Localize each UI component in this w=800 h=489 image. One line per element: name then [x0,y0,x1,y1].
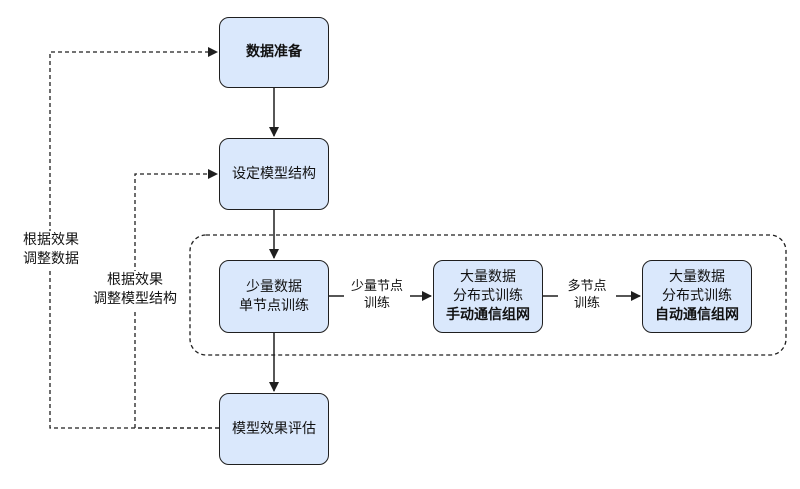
edge-label-multi-nodes-line2: 训练 [573,296,600,311]
loop-label-adjust-data: 根据效果 调整数据 [18,231,84,269]
node-model-design: 设定模型结构 [219,138,329,210]
loop-label-adjust-data-line2: 调整数据 [23,251,79,267]
node-data-prep-label: 数据准备 [246,44,302,60]
training-group-container [189,234,787,356]
node-auto-line2: 分布式训练 [662,288,732,304]
loop-label-adjust-model-line1: 根据效果 [107,272,163,288]
node-model-eval: 模型效果评估 [219,393,329,465]
loop-label-adjust-model-line2: 调整模型结构 [93,291,177,307]
node-manual-line2: 分布式训练 [453,288,523,304]
loop-label-adjust-data-line1: 根据效果 [23,232,79,248]
node-auto-distributed: 大量数据 分布式训练 自动通信组网 [642,260,752,333]
node-small-data-training: 少量数据 单节点训练 [219,260,329,333]
node-model-design-label: 设定模型结构 [232,165,316,182]
edge-label-few-nodes-line2: 训练 [363,296,390,311]
node-auto-line1: 大量数据 [669,269,725,285]
node-data-prep: 数据准备 [219,17,329,88]
node-small-line1: 少量数据 [246,278,302,295]
node-auto-line3: 自动通信组网 [655,307,739,323]
edge-label-few-nodes: 少量节点 训练 [344,278,410,312]
node-manual-distributed: 大量数据 分布式训练 手动通信组网 [433,260,543,333]
edge-label-few-nodes-line1: 少量节点 [350,279,403,294]
edge-label-multi-nodes: 多节点 训练 [558,278,616,312]
node-manual-line3: 手动通信组网 [446,307,530,323]
node-manual-line1: 大量数据 [460,269,516,285]
node-small-line2: 单节点训练 [239,297,309,314]
loop-label-adjust-model: 根据效果 调整模型结构 [86,271,184,309]
edge-label-multi-nodes-line1: 多节点 [567,279,607,294]
node-model-eval-label: 模型效果评估 [232,420,316,437]
